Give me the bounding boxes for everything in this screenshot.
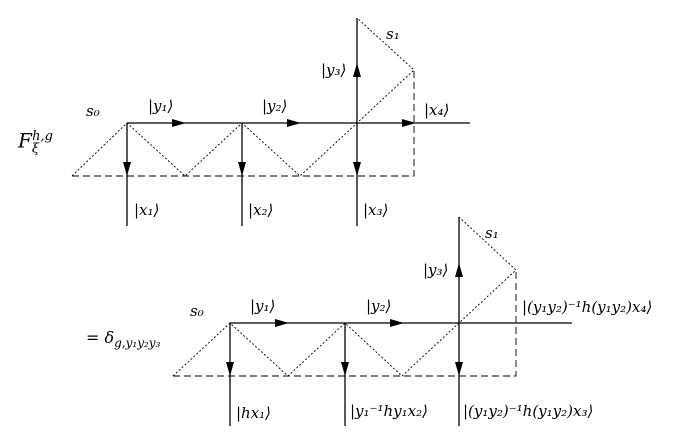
operator-subscript: ξ — [31, 141, 40, 157]
top-ket-x4: |x₄⟩ — [424, 101, 450, 119]
bottom-diagram — [172, 216, 572, 426]
arrow-x1 — [123, 162, 131, 176]
operator-superscript: h,g — [32, 129, 53, 144]
top-dotted-path — [71, 17, 415, 177]
bottom-ket-x3: |(y₁y₂)⁻¹h(y₁y₂)x₃⟩ — [463, 402, 594, 420]
top-ket-x2: |x₂⟩ — [248, 201, 274, 219]
top-dashed-boundary — [72, 70, 415, 177]
bottom-ket-y2: |y₂⟩ — [366, 297, 392, 315]
top-ket-y2: |y₂⟩ — [262, 97, 288, 115]
bottom-label-s0: s₀ — [190, 302, 204, 320]
bottom-ket-hx1: |hx₁⟩ — [236, 404, 272, 422]
delta-subscript: g,y₁y₂y₃ — [114, 336, 161, 351]
top-diagram — [71, 17, 470, 226]
bottom-ket-x4: |(y₁y₂)⁻¹h(y₁y₂)x₄⟩ — [522, 298, 653, 316]
arrow-b-hx1 — [226, 362, 234, 376]
arrow-b-x2 — [341, 362, 349, 376]
top-label-s0: s₀ — [86, 102, 100, 120]
top-ket-y1: |y₁⟩ — [148, 97, 174, 115]
top-ket-y3: |y₃⟩ — [321, 61, 347, 79]
operator-label: Fξh,g — [18, 128, 53, 157]
top-ket-x3: |x₃⟩ — [363, 201, 389, 219]
arrow-x3 — [353, 162, 361, 176]
arrow-y3 — [353, 63, 361, 77]
delta-prefix: = δg,y₁y₂y₃ — [86, 328, 161, 351]
arrow-b-y2 — [390, 319, 404, 327]
top-ket-x1: |x₁⟩ — [134, 201, 160, 219]
bottom-ket-y3: |y₃⟩ — [423, 261, 449, 279]
arrow-y1 — [172, 119, 186, 127]
arrow-b-y3 — [455, 263, 463, 277]
bottom-dashed-boundary — [173, 270, 517, 377]
arrow-x2 — [238, 162, 246, 176]
arrow-b-y1 — [275, 319, 289, 327]
bottom-ket-y1: |y₁⟩ — [250, 297, 276, 315]
arrow-x4 — [402, 119, 416, 127]
bottom-ket-mid: |y₁⁻¹hy₁x₂⟩ — [350, 402, 428, 420]
arrow-y2 — [287, 119, 301, 127]
arrow-b-x3 — [455, 362, 463, 376]
top-label-s1: s₁ — [386, 25, 400, 43]
bottom-label-s1: s₁ — [485, 224, 499, 242]
bottom-dotted-path — [172, 216, 517, 377]
